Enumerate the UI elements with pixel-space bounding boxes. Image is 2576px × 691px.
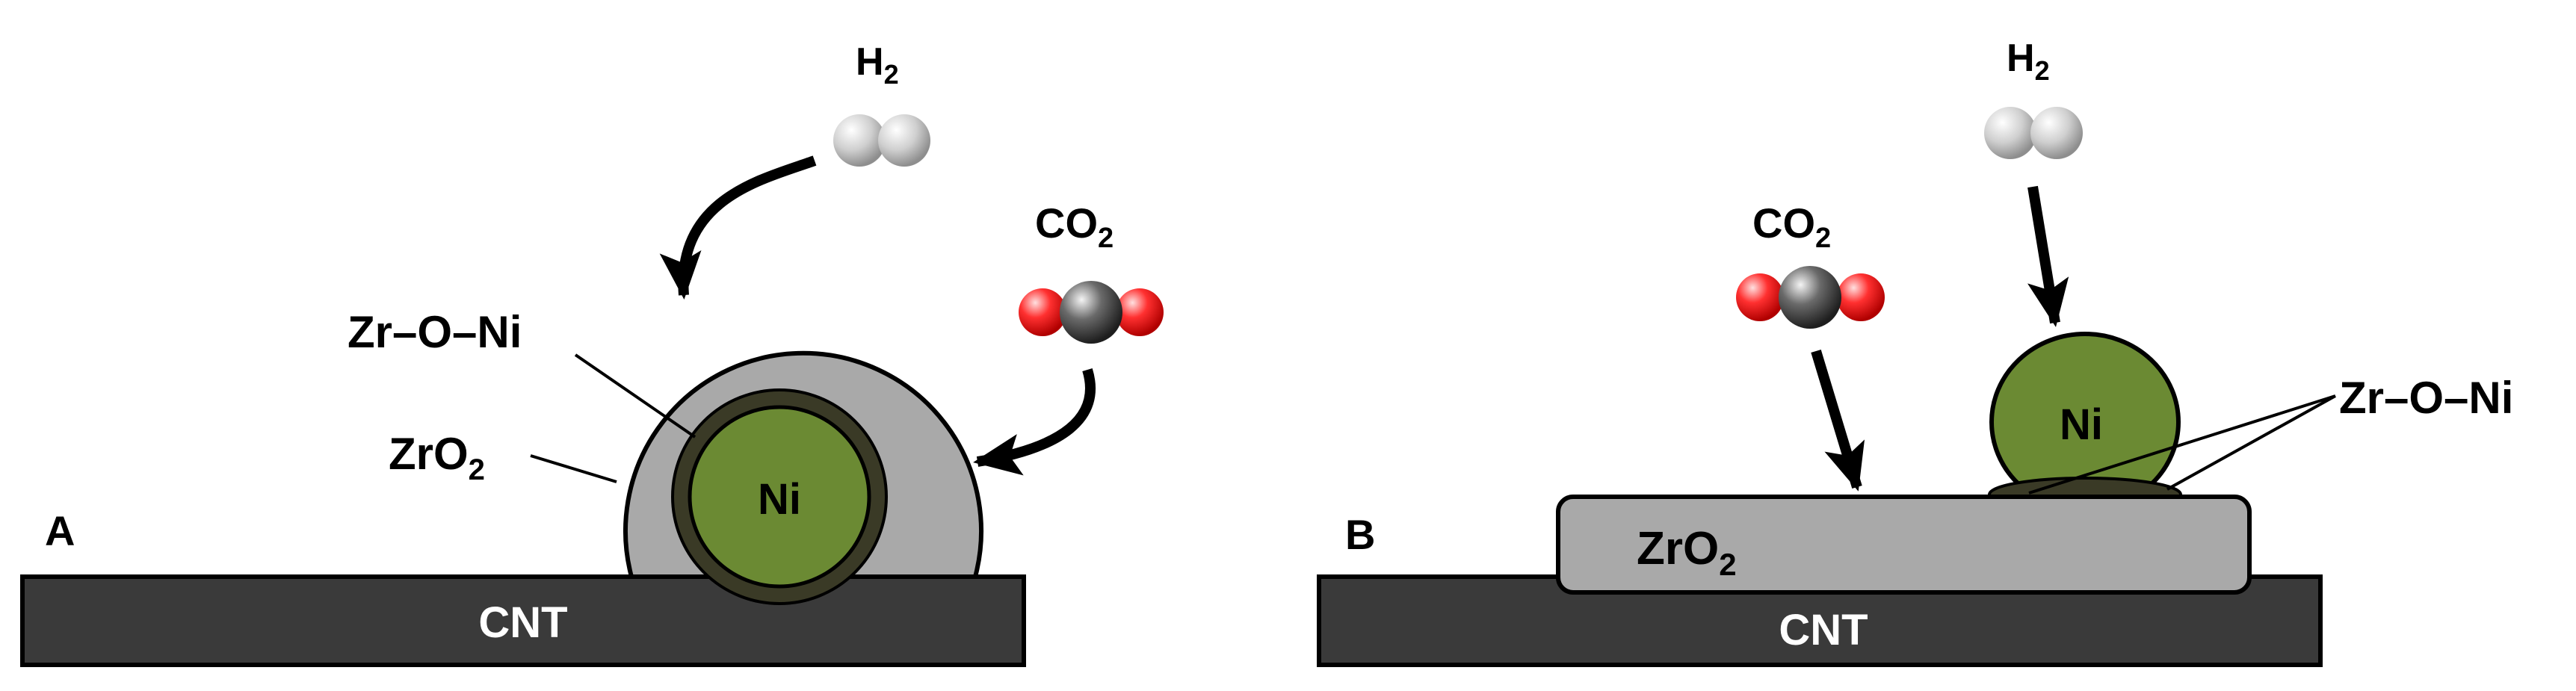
panel-b-zro2-label: ZrO2 <box>1637 523 1737 582</box>
panel-a-cnt-substrate <box>20 574 1026 667</box>
panel-b-co2-subscript: 2 <box>1815 223 1831 254</box>
panel-a-interface-label: Zr–O–Ni <box>348 307 522 357</box>
panel-a-zro2-leader <box>530 454 617 483</box>
panel-b-h2-arrow <box>2027 185 2069 327</box>
panel-a-co2-base: CO <box>1035 199 1098 247</box>
panel-b-co2-arrow <box>1811 349 1865 492</box>
panel-a-h2-atom-left <box>833 114 886 167</box>
panel-b-co2-oxygen-right <box>1837 273 1885 321</box>
panel-b-h2-base: H <box>2007 37 2035 80</box>
panel-a-h2-label: H2 <box>856 40 899 90</box>
panel-a-zro2-label: ZrO2 <box>389 429 485 486</box>
panel-a-co2-oxygen-right <box>1116 288 1164 336</box>
panel-b-h2-atom-right <box>2030 107 2083 159</box>
panel-b-co2-carbon <box>1779 266 1841 329</box>
panel-b-interface-leader-1 <box>2028 394 2336 495</box>
panel-a-ni-label: Ni <box>758 475 801 524</box>
panel-b-interface-label: Zr–O–Ni <box>2339 373 2513 423</box>
panel-a-zro2-subscript: 2 <box>469 453 485 486</box>
panel-b-label: B <box>1345 511 1375 558</box>
panel-b-co2-oxygen-left <box>1736 273 1784 321</box>
panel-b-co2-base: CO <box>1752 199 1815 247</box>
panel-b-interface-leader-2 <box>2166 394 2336 491</box>
panel-a-co2-arrow <box>973 368 1096 476</box>
panel-a-ni-particle <box>688 405 871 589</box>
panel-b-h2-subscript: 2 <box>2035 55 2050 86</box>
panel-b-co2-label: CO2 <box>1752 199 1831 254</box>
panel-b: B CNT ZrO2 Ni Zr–O–Ni H2 CO2 <box>1317 37 2513 667</box>
panel-b-ni-label: Ni <box>2060 400 2103 449</box>
panel-a-label: A <box>45 507 75 554</box>
panel-a-h2-atom-right <box>878 114 930 167</box>
panel-a-co2-subscript: 2 <box>1098 223 1114 254</box>
panel-a-h2-arrow <box>659 155 817 300</box>
panel-a-co2-label: CO2 <box>1035 199 1114 254</box>
panel-a-h2-subscript: 2 <box>884 59 899 90</box>
panel-b-zro2-subscript: 2 <box>1719 547 1736 582</box>
panel-a-co2-carbon <box>1060 281 1122 344</box>
panel-a-zro2-base: ZrO <box>389 429 469 479</box>
panel-a: A CNT Ni Zr–O–Ni ZrO2 H2 CO2 <box>20 40 1164 667</box>
panel-a-h2-base: H <box>856 40 884 84</box>
panel-b-h2-atom-left <box>1984 107 2036 159</box>
panel-b-zro2-slab <box>1556 495 2252 595</box>
panel-a-cnt-label: CNT <box>478 598 567 647</box>
panel-a-interface-leader <box>574 353 696 439</box>
panel-b-h2-label: H2 <box>2007 37 2050 86</box>
panel-b-cnt-label: CNT <box>1779 606 1868 654</box>
panel-a-co2-oxygen-left <box>1019 288 1066 336</box>
panel-b-zro2-base: ZrO <box>1637 523 1719 574</box>
